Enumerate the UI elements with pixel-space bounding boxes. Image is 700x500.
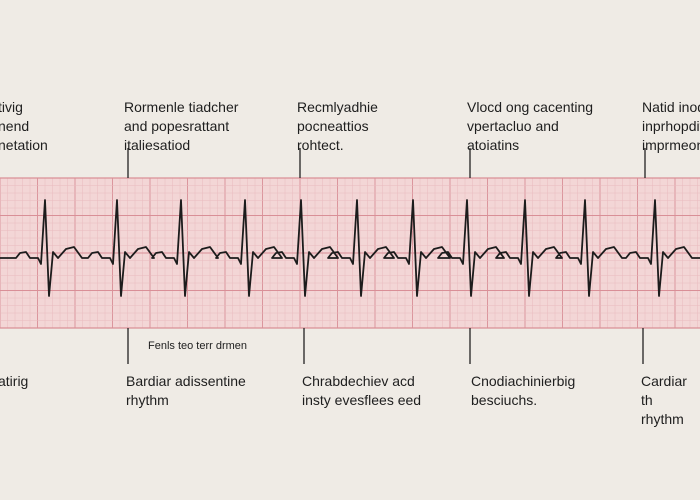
top-label-4: Vlocd ong cacenting vpertacluo and atoia… xyxy=(467,99,594,153)
ecg-trace xyxy=(0,199,700,297)
bottom-label-3: Chrabdechiev acd insty evesflees eed xyxy=(302,373,422,408)
bottom-label-5: Cardiar th rhythm xyxy=(641,373,687,427)
top-label-2: Rormenle tiadcher and popesrattant itali… xyxy=(124,99,239,153)
bottom-label-4: Cnodiachinierbig besciuchs. xyxy=(471,373,576,408)
leader-lines xyxy=(127,148,646,364)
mid-label: Fenls teo terr drmen xyxy=(148,340,248,352)
top-label-5: Natid inod inprhopditic imprmeon xyxy=(642,99,700,153)
bottom-label-2: Bardiar adissentine rhythm xyxy=(126,373,246,408)
top-label-1: tivig nend netation xyxy=(0,99,48,153)
bottom-label-1: atirig xyxy=(0,373,29,389)
top-label-3: Recmlyadhie pocneattios rohtect. xyxy=(297,99,378,153)
